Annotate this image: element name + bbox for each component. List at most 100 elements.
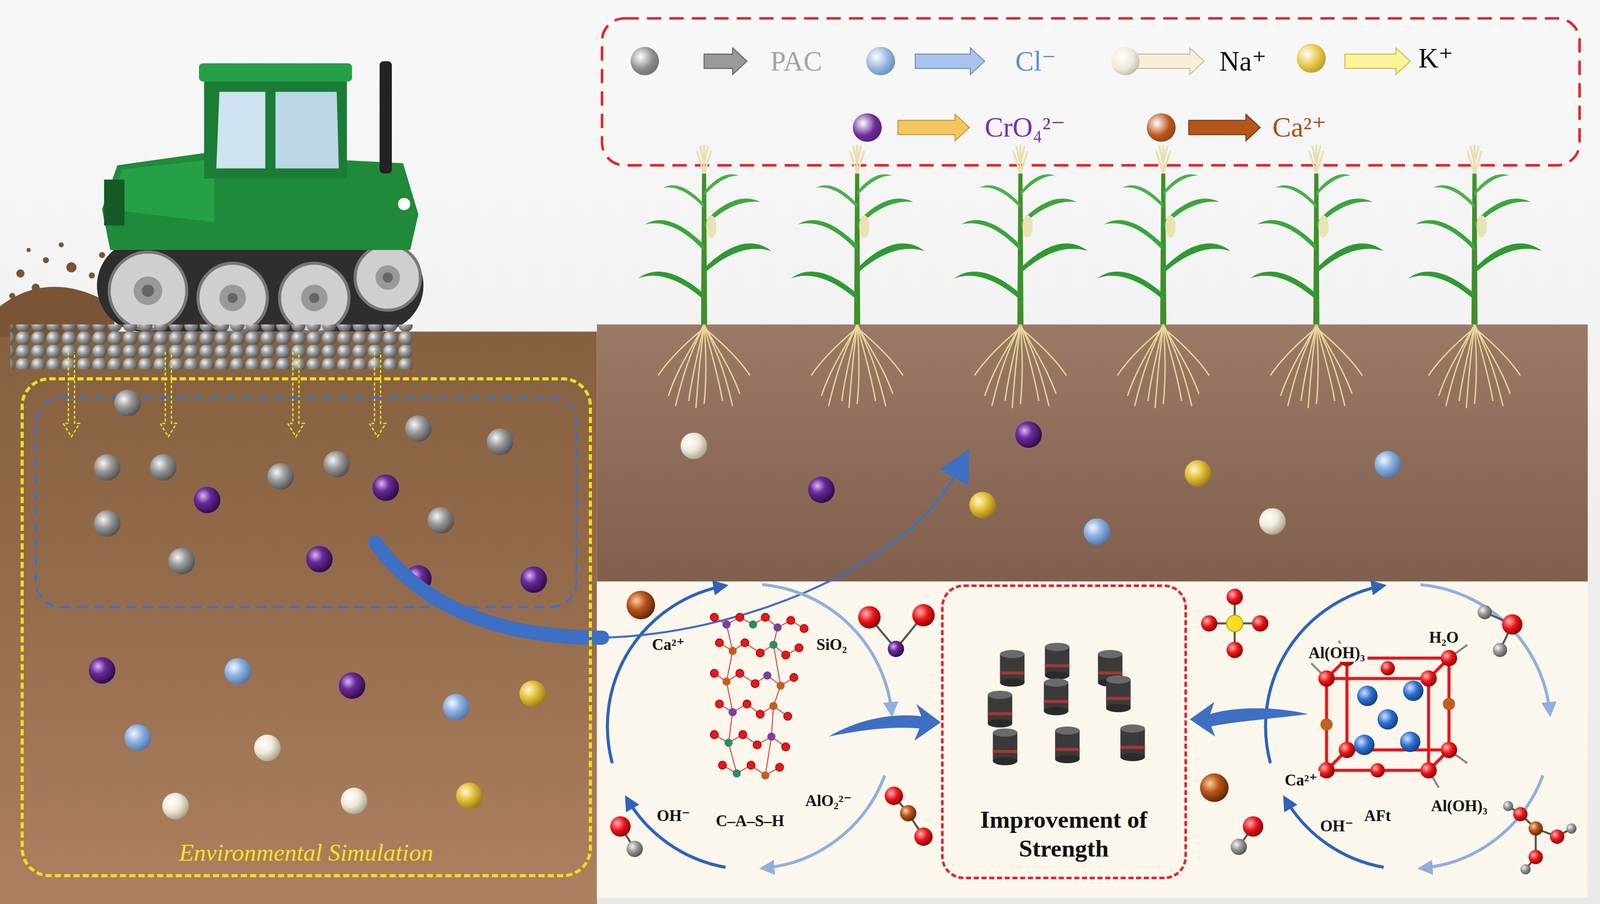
aft-cycle (1420, 776, 1543, 869)
soil-particles-left (193, 486, 221, 514)
soil-particles-left (372, 474, 399, 502)
tractor (96, 61, 424, 334)
cash-molecule (714, 617, 804, 777)
specimens (987, 690, 1013, 728)
species-label: Ca²⁺ (1281, 771, 1321, 790)
species-label: Al(OH)₃ (1428, 797, 1490, 816)
aft-crystal (1354, 680, 1424, 756)
cash-molecule (715, 638, 724, 648)
leaching-zone (35, 398, 577, 608)
reactant-molecules-right (1199, 773, 1229, 803)
reactant-molecules-right (1226, 641, 1244, 659)
cash-molecule (724, 738, 733, 748)
soil-particles-left (150, 454, 177, 481)
aft-crystal (1357, 685, 1378, 707)
cash-molecule (710, 613, 719, 622)
tractor (219, 284, 246, 311)
soil-particles-left (519, 680, 546, 707)
cash-molecule (740, 638, 750, 648)
specimens (1043, 678, 1068, 716)
maize-plants (1249, 144, 1384, 409)
reactant-molecules-left (884, 786, 904, 806)
infiltration-arrows (287, 352, 305, 437)
reactant-molecules-right (1242, 816, 1264, 838)
simulation-region: Environmental Simulation (20, 377, 592, 878)
aft-crystal (1380, 661, 1396, 676)
soil-particles-left (486, 428, 514, 455)
tractor (141, 284, 155, 298)
aft-crystal (1420, 670, 1438, 688)
reactant-molecules-right (1566, 823, 1577, 835)
legend-text: Ca²⁺ (1272, 111, 1327, 144)
cash-molecule (722, 620, 731, 630)
migration-arrow (602, 477, 955, 638)
dirt-spray (58, 242, 64, 248)
specimens (993, 728, 1018, 766)
cash-molecule (732, 769, 741, 779)
cash-molecule (752, 740, 762, 750)
aft-crystal (1442, 698, 1456, 711)
cash-cycle (607, 585, 726, 764)
soil-particles-right (807, 476, 835, 504)
migration-arrow (375, 542, 602, 638)
legend-arrows (703, 47, 747, 75)
reactant-molecules-right (1502, 614, 1523, 636)
aft-crystal (1326, 658, 1449, 771)
cash-molecule (795, 644, 804, 653)
aft-crystal (1320, 718, 1333, 732)
legend-text: Cl⁻ (1015, 45, 1057, 78)
cash-molecule (718, 761, 727, 770)
aft-crystal (1318, 650, 1458, 779)
cash-molecule (755, 710, 765, 719)
reactant-molecules-left (912, 604, 935, 628)
legend-arrows (1137, 47, 1205, 75)
reactant-molecules-right (1477, 605, 1493, 620)
species-label: AFt (1361, 806, 1394, 826)
reactant-molecules-right (1508, 806, 1572, 870)
soil-particles-left (520, 566, 547, 593)
cash-molecule (783, 712, 793, 721)
legend-text: Na⁺ (1219, 45, 1267, 78)
cash-cycle (626, 798, 726, 868)
cash-molecule (751, 679, 760, 688)
cash-molecule (722, 620, 782, 742)
legend-swatch (1296, 43, 1326, 73)
cash-molecule (715, 700, 724, 709)
soil-particles-left (306, 546, 333, 573)
pac-layer (10, 324, 414, 370)
cash-molecule (738, 730, 748, 739)
cash-molecule (743, 700, 752, 709)
aft-crystal (1440, 650, 1458, 667)
species-label: SiO₂ (813, 635, 850, 655)
soil-particles-left (405, 415, 432, 442)
soil-particles-left (114, 389, 141, 417)
contribution-arrows (828, 704, 942, 741)
cash-molecule (761, 771, 770, 781)
cash-cycle (762, 584, 892, 715)
soil-particles-left (456, 782, 483, 810)
tractor (309, 292, 320, 304)
reactant-molecules-right (1528, 850, 1543, 865)
cash-molecule (765, 628, 781, 777)
specimens (1054, 727, 1080, 764)
reactant-molecules-left (899, 805, 917, 822)
cash-molecule (710, 613, 808, 772)
aft-crystal (1318, 762, 1335, 780)
dirt-spray (26, 248, 31, 253)
maize-plants (1096, 144, 1231, 409)
dirt-spray (88, 272, 95, 279)
cash-molecule (769, 702, 778, 711)
cash-molecule (728, 708, 737, 717)
reactant-molecules-right (1503, 801, 1514, 812)
dirt-spray (42, 257, 49, 264)
tractor (275, 91, 339, 169)
tractor (199, 63, 353, 82)
tractor (204, 76, 348, 179)
legend-arrows (1344, 47, 1411, 75)
tractor (382, 272, 393, 284)
dirt-spray (99, 252, 106, 259)
cash-molecule (724, 620, 778, 779)
soil-particles-right (680, 421, 1401, 546)
